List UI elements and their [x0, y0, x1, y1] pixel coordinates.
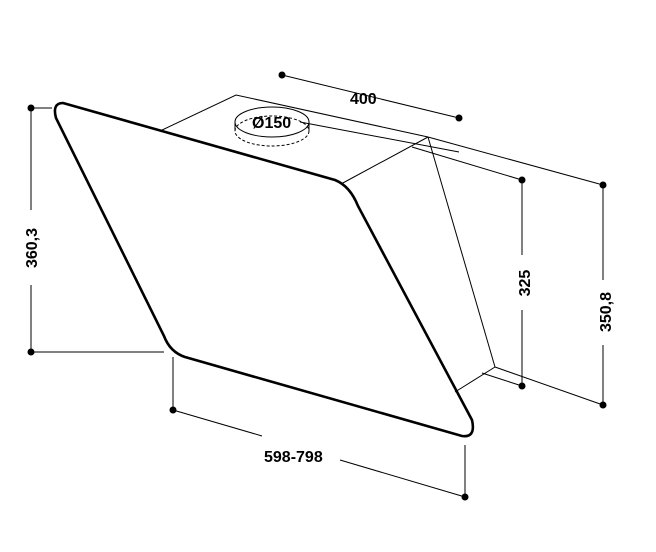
- label-width-top: 400: [350, 91, 377, 108]
- dimension-width-bottom: [169, 357, 469, 501]
- dimension-height-total: [427, 136, 607, 409]
- label-height-back: 325: [517, 270, 534, 297]
- hood-body-outline: [159, 94, 496, 393]
- label-duct-diameter: Ø150: [252, 115, 291, 132]
- label-width-bottom: 598-798: [264, 449, 323, 466]
- duct-outlet: [234, 106, 310, 147]
- label-height-left: 360,3: [24, 228, 41, 268]
- dimension-width-top: [278, 71, 463, 153]
- glass-panel: [53, 101, 475, 438]
- dimension-height-left: [27, 104, 164, 356]
- dimension-height-back: [411, 146, 526, 390]
- label-height-total: 350,8: [598, 292, 615, 332]
